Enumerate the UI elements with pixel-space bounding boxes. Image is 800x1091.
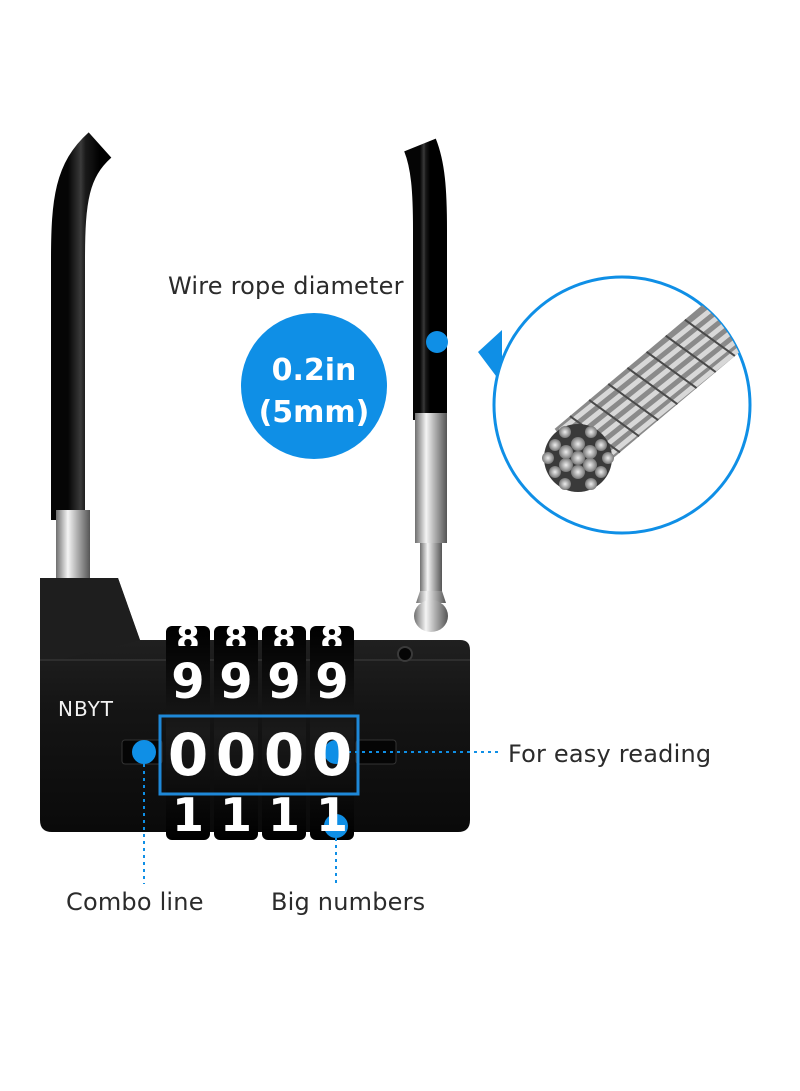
right-cable — [404, 138, 447, 420]
left-chrome-sleeve — [56, 510, 90, 590]
diameter-mm: (5mm) — [258, 395, 370, 430]
brand-logo: NBYT — [58, 697, 115, 721]
wire-rope-zoom — [492, 275, 752, 535]
big-numbers-label: Big numbers — [271, 888, 426, 916]
easy-reading-label: For easy reading — [508, 740, 712, 768]
dial-digit: 1 — [219, 790, 252, 836]
wire-rope-label: Wire rope diameter — [168, 272, 404, 300]
dials-background — [166, 626, 354, 840]
dial-digit: 9 — [267, 654, 301, 710]
dial-digit: 9 — [171, 654, 205, 710]
dial-digit: 1 — [267, 790, 300, 836]
reading-window — [158, 714, 360, 796]
dial-digit-reading: 0 — [263, 721, 305, 789]
dial-digit: 8 — [272, 622, 296, 646]
dial-digit: 9 — [315, 654, 349, 710]
badge-dot — [426, 331, 448, 353]
dial-digit: 8 — [224, 622, 248, 646]
dial-digit-reading: 0 — [167, 721, 209, 789]
dial-digit: 8 — [320, 622, 344, 646]
wire-cross-section — [542, 424, 614, 492]
diameter-inches: 0.2in — [271, 353, 357, 388]
dial-digit-reading: 0 — [311, 721, 353, 789]
combo-line-label: Combo line — [66, 888, 204, 916]
right-chrome-shackle — [414, 413, 448, 632]
dial-digit: 8 — [176, 622, 200, 646]
diameter-badge: 0.2in (5mm) — [241, 313, 387, 459]
dial-digit: 1 — [171, 790, 204, 836]
dial-digit: 9 — [219, 654, 253, 710]
left-cable — [51, 132, 112, 520]
combo-line-dot — [132, 740, 156, 764]
big-numbers-dot — [324, 814, 348, 838]
dial-digit: 1 — [315, 790, 348, 836]
dial-digit-reading: 0 — [215, 721, 257, 789]
zoom-pointer — [478, 330, 502, 384]
easy-reading-dot — [324, 740, 348, 764]
